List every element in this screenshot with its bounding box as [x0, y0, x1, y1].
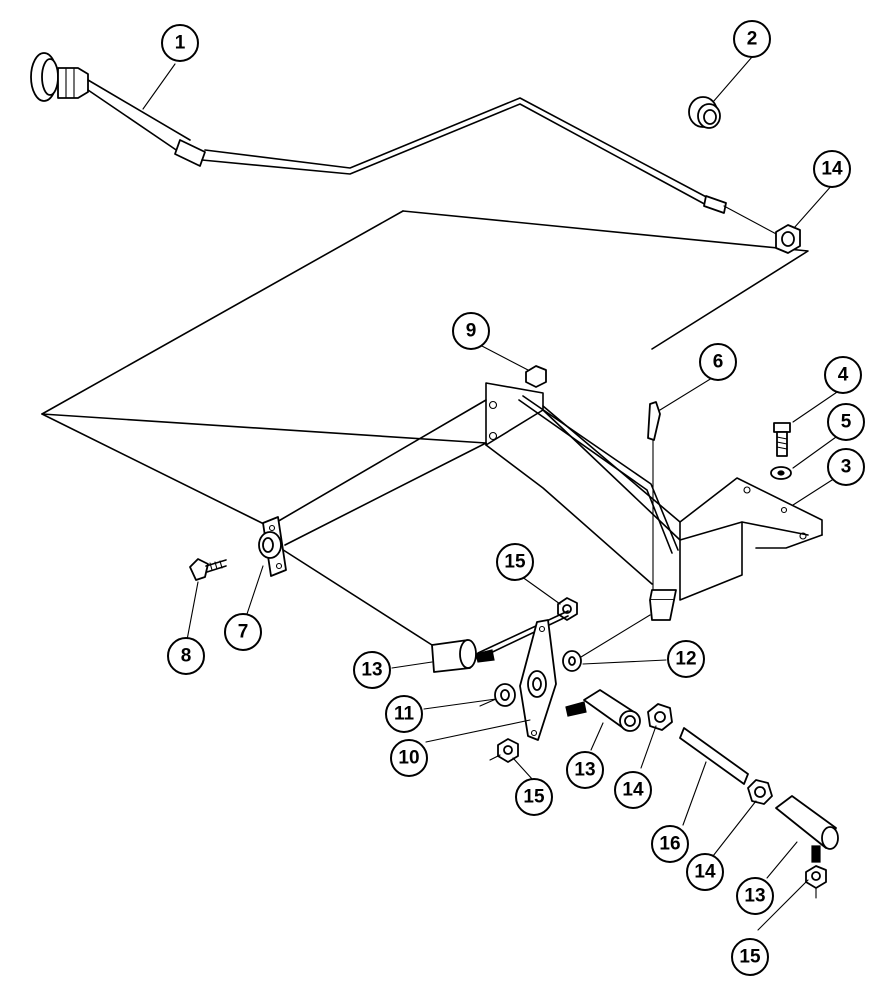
hex-nut-middle	[647, 703, 673, 731]
callout-14-top: 14	[813, 150, 851, 188]
cross-rod	[269, 399, 487, 546]
floor-panel-outline	[41, 210, 809, 646]
svg-text:10: 10	[398, 748, 419, 769]
callout-15-bottom: 15	[731, 938, 769, 976]
screw	[189, 558, 227, 581]
rod-end-middle	[565, 689, 641, 732]
svg-text:13: 13	[361, 660, 382, 681]
callout-2: 2	[733, 20, 771, 58]
nut-lower-left	[489, 738, 519, 763]
callout-7: 7	[224, 613, 262, 651]
nut-upper	[557, 597, 578, 621]
callout-10: 10	[390, 739, 428, 777]
svg-text:1: 1	[175, 33, 186, 54]
washer-right	[562, 614, 651, 672]
rod-end-left	[431, 610, 569, 673]
callout-4: 4	[824, 356, 862, 394]
mounting-bracket	[485, 382, 823, 621]
callout-14-lower: 14	[686, 853, 724, 891]
rod-end-lower	[775, 795, 839, 863]
svg-text:12: 12	[675, 649, 696, 670]
washer	[770, 466, 792, 480]
callout-8: 8	[167, 637, 205, 675]
callout-6: 6	[699, 343, 737, 381]
control-cable-assembly	[30, 52, 781, 237]
callout-3: 3	[827, 448, 865, 486]
grommet	[688, 96, 721, 129]
bolt	[773, 422, 791, 457]
svg-text:7: 7	[238, 622, 249, 643]
nut-small	[525, 365, 547, 388]
svg-text:14: 14	[821, 159, 843, 180]
svg-text:8: 8	[181, 646, 192, 667]
svg-text:15: 15	[523, 787, 545, 808]
hex-nut-top	[775, 224, 801, 254]
svg-text:14: 14	[622, 780, 644, 801]
callout-5: 5	[827, 403, 865, 441]
svg-text:5: 5	[841, 412, 852, 433]
callout-15-lower-left: 15	[515, 778, 553, 816]
svg-text:4: 4	[838, 365, 849, 386]
callout-13-lower: 13	[736, 877, 774, 915]
washer-left	[479, 683, 516, 707]
callout-14-middle: 14	[614, 771, 652, 809]
svg-text:14: 14	[694, 862, 716, 883]
callout-15-upper: 15	[496, 543, 534, 581]
svg-text:6: 6	[713, 352, 724, 373]
pivot-block	[258, 516, 287, 577]
svg-text:9: 9	[466, 321, 477, 342]
nut-bottom	[805, 865, 827, 899]
callout-16: 16	[651, 825, 689, 863]
svg-text:3: 3	[841, 457, 852, 478]
lever-arm	[519, 619, 557, 741]
callout-1: 1	[161, 24, 199, 62]
hex-nut-lower	[747, 779, 773, 805]
cotter-pin	[647, 401, 661, 591]
svg-text:2: 2	[747, 29, 758, 50]
svg-text:11: 11	[394, 704, 415, 725]
leader-lines	[142, 56, 844, 931]
svg-text:16: 16	[659, 834, 680, 855]
threaded-rod	[679, 727, 749, 785]
svg-text:13: 13	[574, 760, 595, 781]
callout-13-left: 13	[353, 651, 391, 689]
callout-9: 9	[452, 312, 490, 350]
svg-text:15: 15	[739, 947, 761, 968]
svg-text:15: 15	[504, 552, 526, 573]
callout-13-middle: 13	[566, 751, 604, 789]
callout-12: 12	[667, 640, 705, 678]
svg-text:13: 13	[744, 886, 765, 907]
callout-11: 11	[385, 695, 423, 733]
